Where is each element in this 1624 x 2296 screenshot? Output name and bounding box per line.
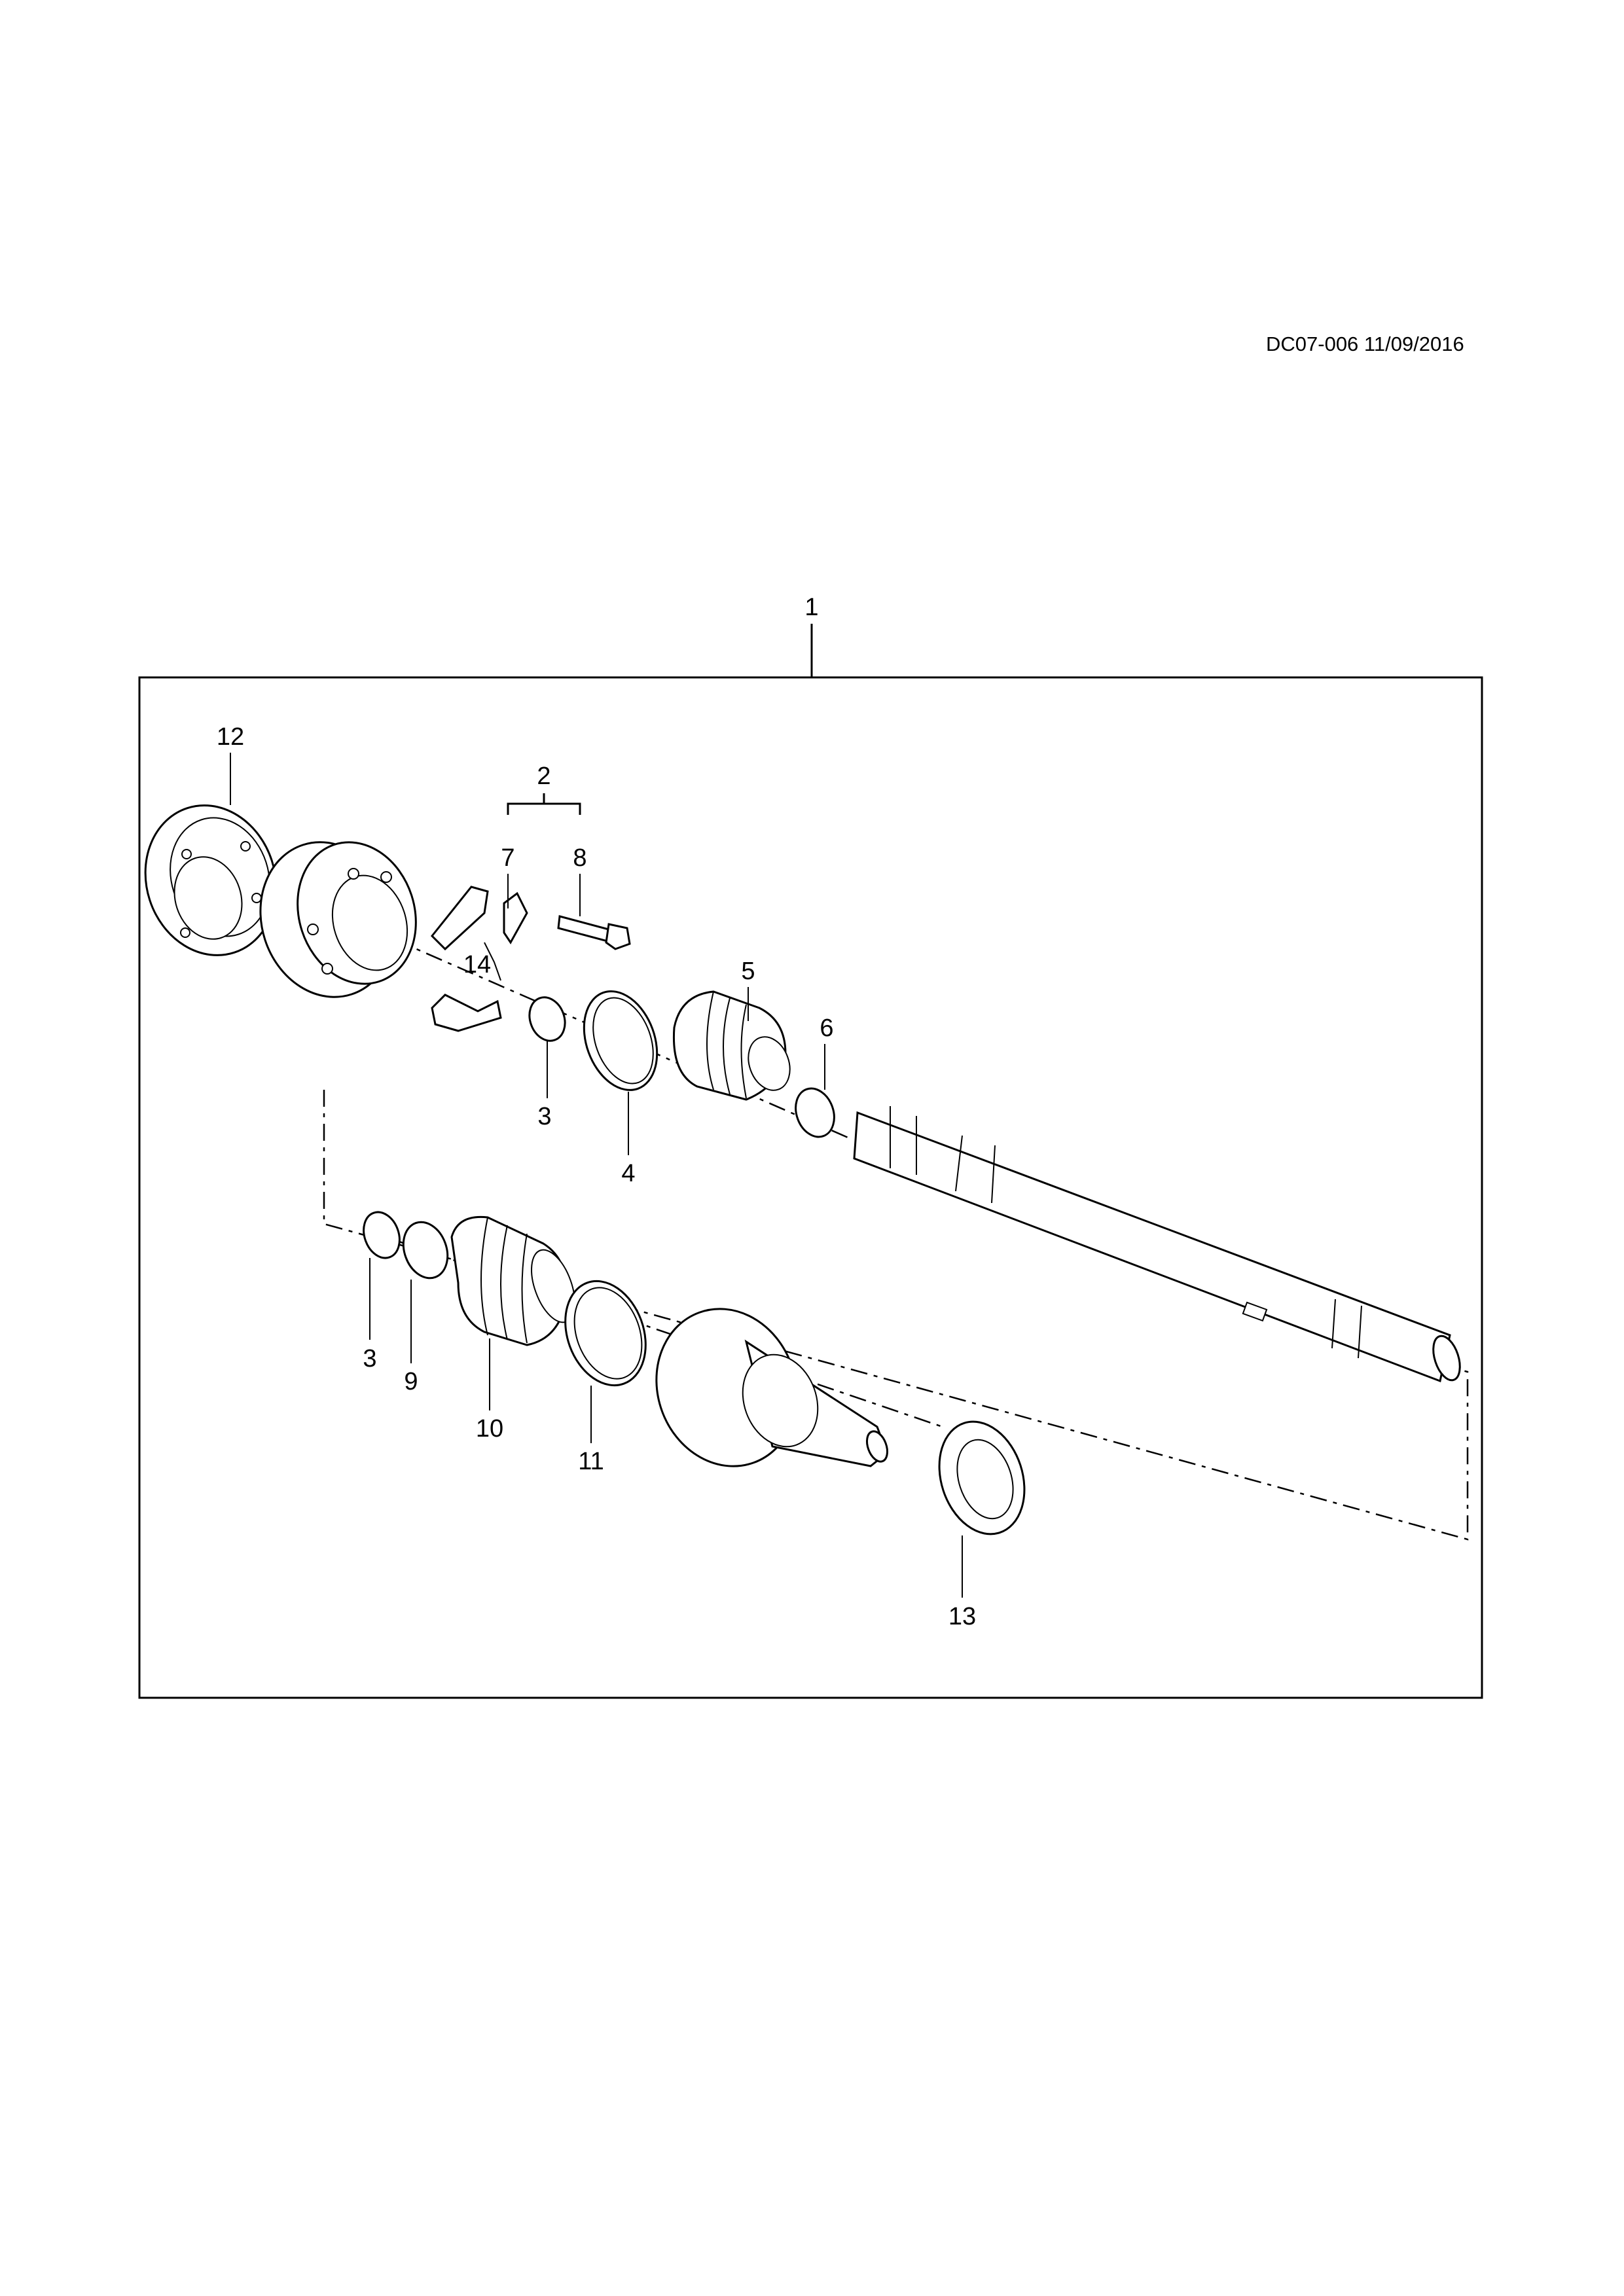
callout-1: 1 [804,594,818,621]
part-6-small-clamp [795,1087,835,1138]
part-3-snap-ring-lower [363,1211,401,1259]
callout-14: 14 [463,951,491,978]
callout-8: 8 [573,844,586,872]
callout-10: 10 [476,1415,503,1443]
part-3-snap-ring-upper [528,996,566,1042]
callout-5: 5 [741,958,755,985]
part-11-clamp [564,1280,647,1387]
part-10-outer-boot [450,1215,575,1346]
document-reference: DC07-006 11/09/2016 [1266,332,1464,355]
callout-9: 9 [404,1368,418,1395]
callout-13: 13 [948,1603,976,1630]
inner-joint-housing [259,841,417,998]
assembly-frame [138,676,1483,1699]
part-9-small-clamp [402,1221,449,1280]
callout-11: 11 [578,1448,604,1475]
part-12-flange [144,804,278,956]
callout-6: 6 [820,1014,833,1042]
driveshaft [853,1106,1461,1383]
leader-lines [230,753,963,1598]
part-5-inner-boot [672,990,791,1101]
part-14-plates [430,886,528,1032]
bracket-2 [507,793,581,815]
callout-3-upper: 3 [537,1103,551,1130]
callout-12: 12 [217,723,244,751]
callout-7: 7 [501,844,514,872]
outer-cv-joint [655,1308,889,1467]
callout-2: 2 [537,762,550,790]
callout-4: 4 [621,1160,635,1187]
part-8-bolt [557,915,631,950]
part-13-washer [938,1420,1026,1535]
callout-3-lower: 3 [363,1345,376,1372]
part-4-clamp [583,990,659,1091]
